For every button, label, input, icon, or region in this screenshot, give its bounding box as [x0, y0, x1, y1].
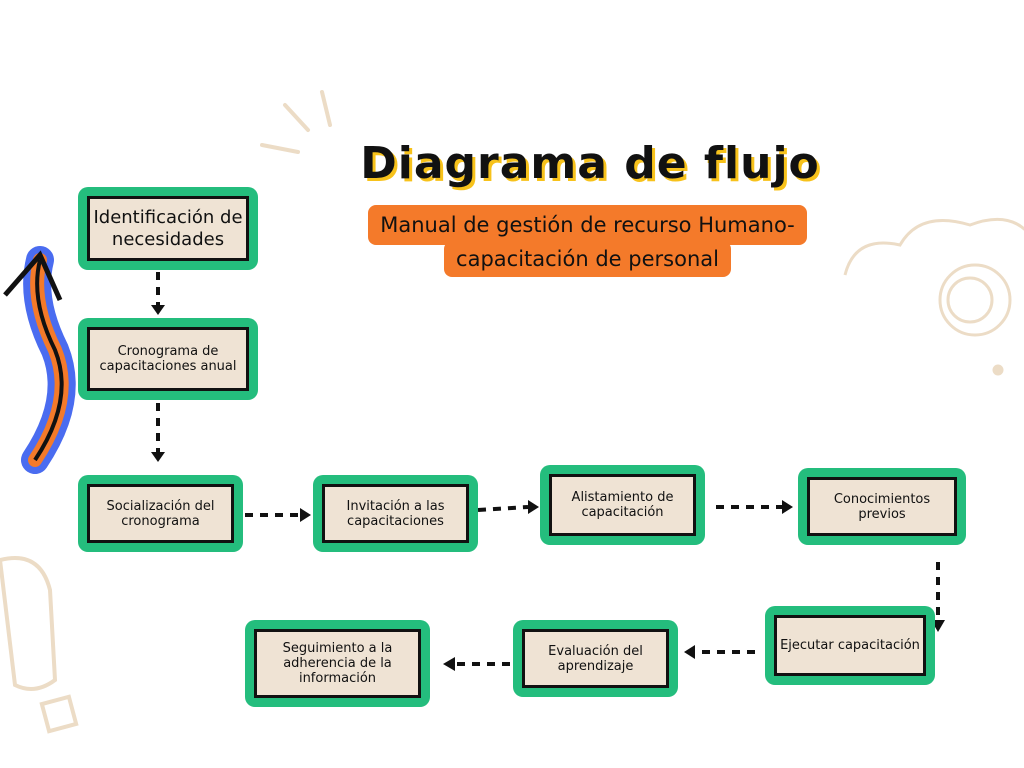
exclamation-doodle [0, 556, 79, 734]
flow-arrows [156, 272, 940, 666]
arrow-heads [151, 305, 945, 671]
step-identificacion: Identificación de necesidades [78, 187, 258, 270]
step-label: Socialización del cronograma [87, 484, 234, 543]
step-label: Seguimiento a la adherencia de la inform… [254, 629, 421, 698]
step-seguimiento: Seguimiento a la adherencia de la inform… [245, 620, 430, 707]
step-label: Conocimientos previos [807, 477, 957, 536]
step-ejecutar: Ejecutar capacitación [765, 606, 935, 685]
subtitle-line-2: capacitación de personal [444, 241, 731, 277]
step-label: Ejecutar capacitación [774, 615, 926, 676]
step-alistamiento: Alistamiento de capacitación [540, 465, 705, 545]
subtitle-line-1: Manual de gestión de recurso Humano- [368, 205, 807, 245]
step-label: Identificación de necesidades [87, 196, 249, 261]
cloud-doodle [843, 217, 1024, 376]
step-label: Evaluación del aprendizaje [522, 629, 669, 688]
step-evaluacion: Evaluación del aprendizaje [513, 620, 678, 697]
sun-rays-doodle [260, 90, 332, 154]
page-title: Diagrama de flujo [360, 138, 820, 189]
step-conocimientos: Conocimientos previos [798, 468, 966, 545]
subtitle-banner: Manual de gestión de recurso Humano- cap… [345, 205, 830, 298]
step-cronograma: Cronograma de capacitaciones anual [78, 318, 258, 400]
step-label: Invitación a las capacitaciones [322, 484, 469, 543]
step-label: Alistamiento de capacitación [549, 474, 696, 536]
swoosh-arrow-icon [3, 246, 76, 474]
step-socializacion: Socialización del cronograma [78, 475, 243, 552]
step-label: Cronograma de capacitaciones anual [87, 327, 249, 391]
step-invitacion: Invitación a las capacitaciones [313, 475, 478, 552]
